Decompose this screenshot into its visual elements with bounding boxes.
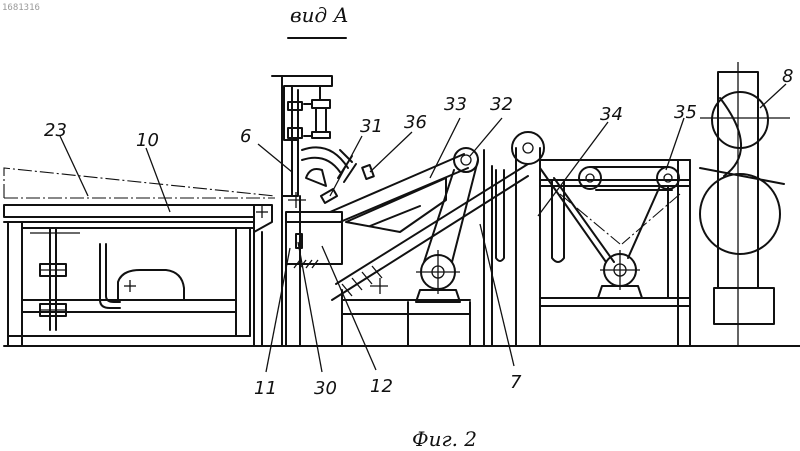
table-left-leg <box>8 222 22 346</box>
feed-table <box>4 168 275 346</box>
label-31: 31 <box>360 116 383 137</box>
table-top <box>4 205 254 217</box>
label-33: 33 <box>444 94 467 115</box>
view-title: вид А <box>290 3 349 27</box>
label-10: 10 <box>136 130 159 151</box>
label-35: 35 <box>674 102 697 123</box>
block-31 <box>321 189 337 203</box>
reel-stand <box>700 62 800 346</box>
inclined-conveyor <box>330 148 528 346</box>
blade-holder <box>306 169 326 186</box>
label-36: 36 <box>404 112 427 133</box>
block-36 <box>362 165 374 179</box>
middle-frame <box>484 132 690 346</box>
label-32: 32 <box>490 94 513 115</box>
label-30: 30 <box>314 378 337 399</box>
lower-reel <box>700 174 780 254</box>
label-12: 12 <box>370 376 393 397</box>
label-7: 7 <box>510 372 522 393</box>
table-right-leg <box>236 228 250 336</box>
label-23: 23 <box>44 120 67 141</box>
label-11: 11 <box>254 378 277 399</box>
figure-caption: Фиг. 2 <box>412 427 477 451</box>
reel-base <box>714 288 774 324</box>
label-8: 8 <box>782 66 793 87</box>
feed-table-outline-dashed <box>4 168 275 198</box>
label-6: 6 <box>240 126 251 147</box>
lower-housing <box>286 212 342 264</box>
table-drive-housing <box>118 270 184 300</box>
document-number: 1681316 <box>2 3 40 13</box>
label-34: 34 <box>600 104 623 125</box>
